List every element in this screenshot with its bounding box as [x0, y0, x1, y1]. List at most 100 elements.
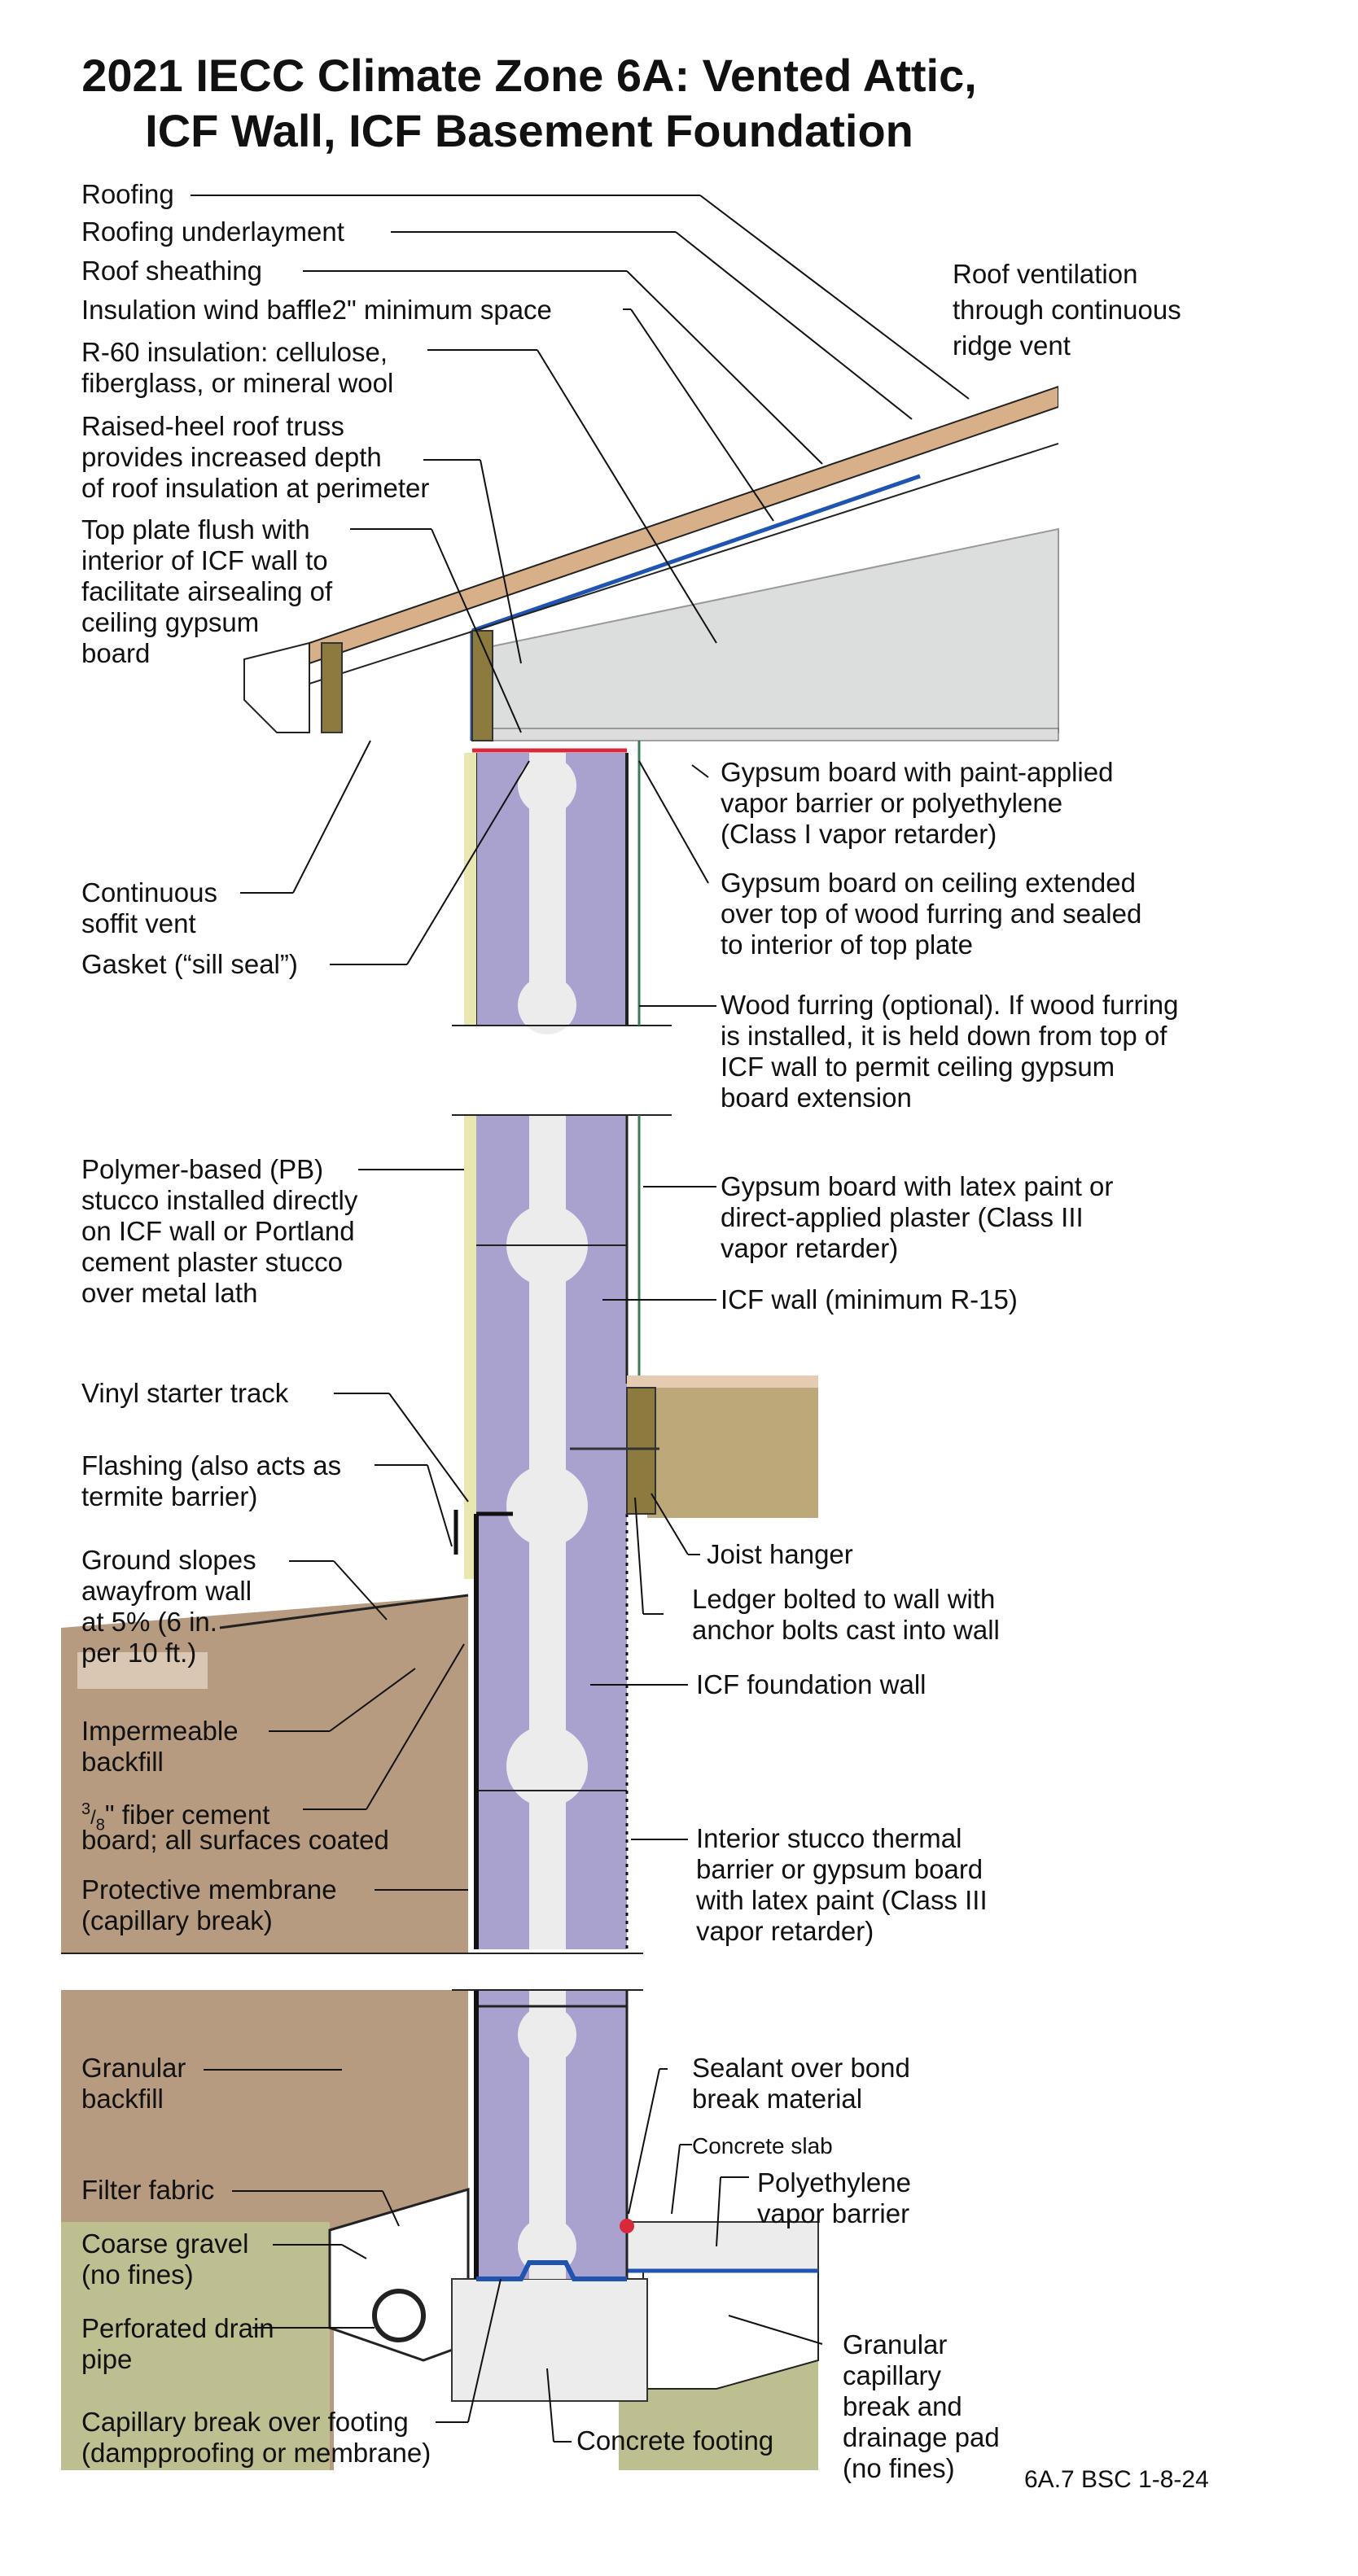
label-capillary-1: Capillary break over footing [81, 2407, 409, 2437]
label-topplate-3: facilitate airsealing of [81, 576, 333, 606]
label-furring-2: is installed, it is held down from top o… [721, 1021, 1167, 1051]
label-fiber-cement-1: 3/8" fiber cement [81, 1800, 270, 1835]
label-ledger-1: Ledger bolted to wall with [692, 1584, 996, 1614]
break-lines [61, 1025, 672, 1991]
label-membrane-2: (capillary break) [81, 1905, 273, 1935]
label-joist-hanger: Joist hanger [707, 1539, 853, 1569]
label-sealant-2: break material [692, 2084, 863, 2114]
label-icf-wall: ICF wall (minimum R-15) [721, 1284, 1018, 1314]
label-thermal-3: with latex paint (Class III [696, 1885, 988, 1915]
label-membrane-1: Protective membrane [81, 1874, 337, 1905]
floor-system [453, 1375, 818, 1555]
label-poly-2: vapor barrier [757, 2198, 910, 2228]
label-thermal-2: barrier or gypsum board [696, 1854, 983, 1884]
label-filter-fabric: Filter fabric [81, 2175, 215, 2205]
label-ceil-1: Gypsum board on ceiling extended [721, 868, 1136, 898]
label-icf-foundation: ICF foundation wall [696, 1669, 927, 1699]
label-drain-1: Perforated drain [81, 2313, 274, 2343]
label-impermeable-1: Impermeable [81, 1716, 239, 1746]
label-fiber-cement-2: board; all surfaces coated [81, 1825, 389, 1855]
label-stucco-3: on ICF wall or Portland [81, 1216, 355, 1246]
fiber-cement-text: " fiber cement [104, 1800, 270, 1830]
label-concrete-footing: Concrete footing [576, 2425, 774, 2456]
label-thermal-1: Interior stucco thermal [696, 1823, 962, 1853]
label-topplate-1: Top plate flush with [81, 514, 310, 545]
label-drainage-5: (no fines) [843, 2453, 955, 2483]
label-truss-3: of roof insulation at perimeter [81, 473, 430, 503]
label-ground-4: per 10 ft.) [81, 1638, 197, 1668]
label-flashing-2: termite barrier) [81, 1481, 258, 1511]
title-line-1: 2021 IECC Climate Zone 6A: Vented Attic, [81, 50, 977, 101]
label-latex-1: Gypsum board with latex paint or [721, 1171, 1114, 1201]
label-capillary-2: (dampproofing or membrane) [81, 2438, 431, 2468]
label-gravel-2: (no fines) [81, 2259, 194, 2290]
concrete-footing [451, 2278, 648, 2402]
label-ledger-2: anchor bolts cast into wall [692, 1615, 1000, 1645]
label-ceil-2: over top of wood furring and sealed [721, 899, 1142, 929]
label-roofing: Roofing [81, 179, 174, 209]
label-vb1-3: (Class I vapor retarder) [721, 819, 997, 849]
label-stucco-2: stucco installed directly [81, 1185, 358, 1215]
label-granular-1: Granular [81, 2053, 186, 2083]
label-impermeable-2: backfill [81, 1747, 164, 1777]
label-latex-3: vapor retarder) [721, 1233, 899, 1263]
label-ridge-2: through continuous [953, 295, 1181, 325]
title-line-2: ICF Wall, ICF Basement Foundation [145, 105, 913, 156]
label-flashing-1: Flashing (also acts as [81, 1450, 342, 1480]
label-poly-1: Polyethylene [757, 2167, 911, 2198]
label-topplate-5: board [81, 638, 151, 668]
ceiling [243, 630, 1059, 753]
label-concrete-slab: Concrete slab [692, 2133, 833, 2158]
label-soffit-1: Continuous [81, 877, 217, 908]
label-topplate-2: interior of ICF wall to [81, 545, 328, 575]
label-stucco-5: over metal lath [81, 1278, 258, 1308]
label-thermal-4: vapor retarder) [696, 1916, 874, 1946]
label-r60-1: R-60 insulation: cellulose, [81, 337, 388, 367]
icf-wall-middle [464, 1115, 629, 1949]
label-truss-2: provides increased depth [81, 442, 382, 472]
label-r60-2: fiberglass, or mineral wool [81, 368, 394, 398]
label-ridge-1: Roof ventilation [953, 259, 1138, 289]
icf-wall-upper [464, 753, 629, 1034]
label-drainage-2: capillary [843, 2360, 942, 2390]
label-stucco-4: cement plaster stucco [81, 1247, 343, 1277]
label-granular-2: backfill [81, 2084, 164, 2114]
label-ground-1: Ground slopes [81, 1545, 256, 1575]
icf-wall-lower [474, 1990, 629, 2281]
label-vinyl-track: Vinyl starter track [81, 1378, 289, 1408]
label-topplate-4: ceiling gypsum [81, 607, 260, 637]
label-ridge-3: ridge vent [953, 330, 1071, 361]
label-ground-2: awayfrom wall [81, 1576, 252, 1606]
concrete-slab [626, 2221, 819, 2273]
label-vb1-1: Gypsum board with paint-applied [721, 757, 1114, 787]
drawing-code: 6A.7 BSC 1-8-24 [1024, 2466, 1209, 2493]
label-wind-baffle: Insulation wind baffle2" minimum space [81, 295, 552, 325]
label-sealant-1: Sealant over bond [692, 2053, 910, 2083]
label-drainage-4: drainage pad [843, 2422, 1000, 2452]
label-ground-3: at 5% (6 in. [81, 1607, 217, 1637]
label-drainage-1: Granular [843, 2329, 948, 2360]
label-soffit-2: soffit vent [81, 908, 196, 938]
label-vb1-2: vapor barrier or polyethylene [721, 788, 1063, 818]
gravel-bed [328, 2187, 819, 2390]
label-roof-sheathing: Roof sheathing [81, 256, 262, 286]
label-stucco-1: Polymer-based (PB) [81, 1154, 324, 1184]
label-truss-1: Raised-heel roof truss [81, 411, 344, 441]
label-furring-1: Wood furring (optional). If wood furring [721, 990, 1179, 1020]
fraction-denominator: 8 [95, 1816, 105, 1835]
label-gravel-1: Coarse gravel [81, 2228, 249, 2259]
label-drain-2: pipe [81, 2344, 133, 2374]
label-furring-4: board extension [721, 1082, 912, 1113]
label-gasket: Gasket (“sill seal”) [81, 949, 298, 979]
sealant-dot [620, 2219, 634, 2233]
label-ceil-3: to interior of top plate [721, 929, 974, 960]
fraction-numerator: 3 [81, 1800, 91, 1818]
label-roofing-underlayment: Roofing underlayment [81, 216, 344, 247]
label-furring-3: ICF wall to permit ceiling gypsum [721, 1052, 1115, 1082]
label-latex-2: direct-applied plaster (Class III [721, 1202, 1084, 1232]
label-drainage-3: break and [843, 2391, 962, 2421]
ground-slope-hatch [219, 1594, 469, 1629]
